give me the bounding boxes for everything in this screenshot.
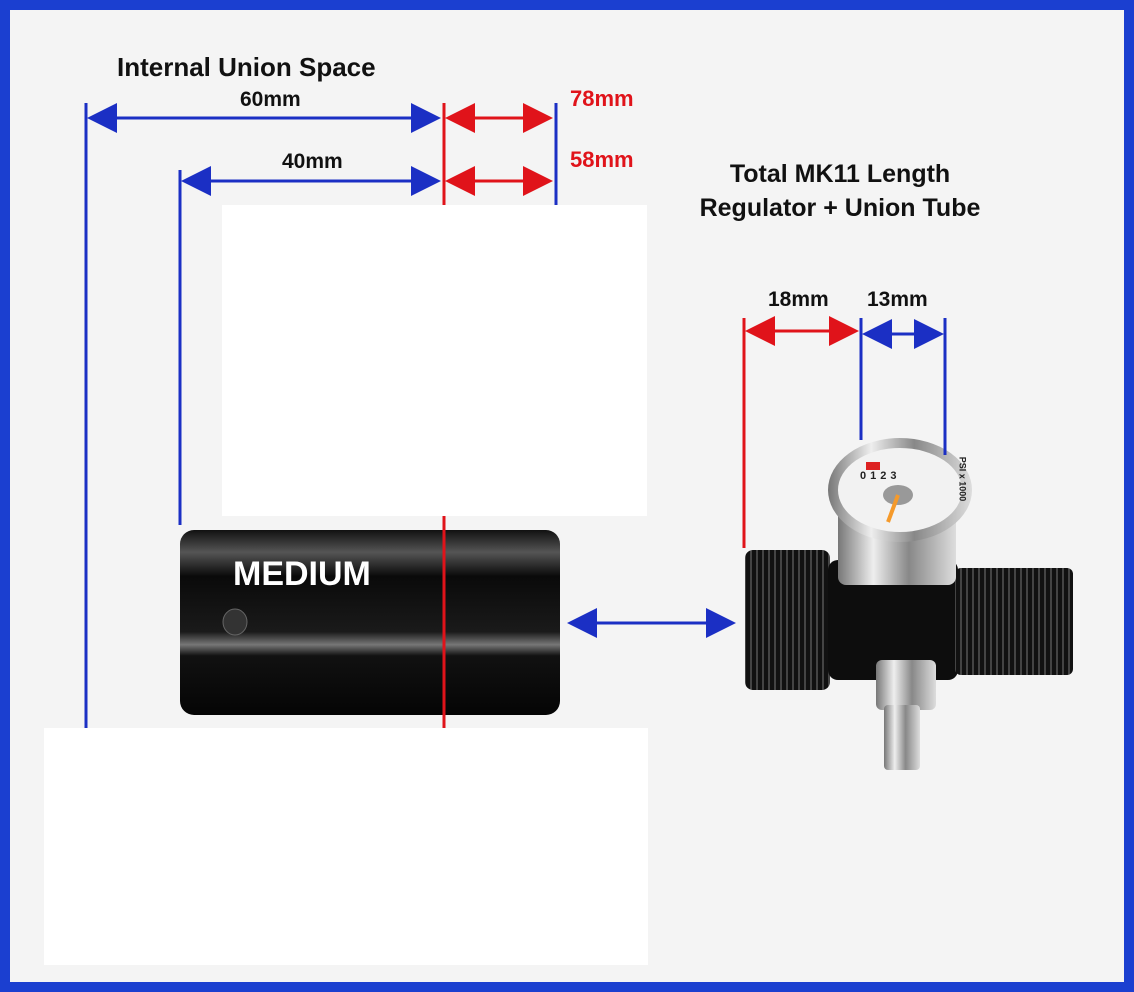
gauge-tick: 0 [860, 470, 871, 482]
union-tube [180, 530, 560, 715]
internal-union-space-title: Internal Union Space [117, 52, 376, 82]
gauge-unit: PSI x 1000 [957, 456, 968, 502]
pressure-gauge [828, 438, 972, 542]
gauge-tick: 3 [890, 470, 901, 482]
tube-port-hole [222, 608, 248, 636]
title-line-1: Total MK11 Length [729, 160, 951, 188]
dim-40mm: 40mm [282, 150, 343, 173]
tube-label-medium: MEDIUM [233, 555, 371, 593]
mk11-regulator [745, 438, 1073, 770]
blank-overlay-top [222, 205, 647, 516]
gauge-ticks: 0123 [860, 470, 901, 482]
dim-78mm: 78mm [570, 86, 634, 111]
dim-13mm: 13mm [867, 288, 928, 311]
total-length-title: Total MK11 Length Regulator + Union Tube [680, 157, 1000, 225]
gauge-tick: 1 [870, 470, 881, 482]
dim-18mm: 18mm [768, 288, 829, 311]
dim-58mm: 58mm [570, 147, 634, 172]
gauge-tick: 2 [880, 470, 891, 482]
blank-overlay-bottom [44, 728, 648, 965]
title-line-2: Regulator + Union Tube [699, 194, 981, 222]
dim-60mm: 60mm [240, 88, 301, 111]
